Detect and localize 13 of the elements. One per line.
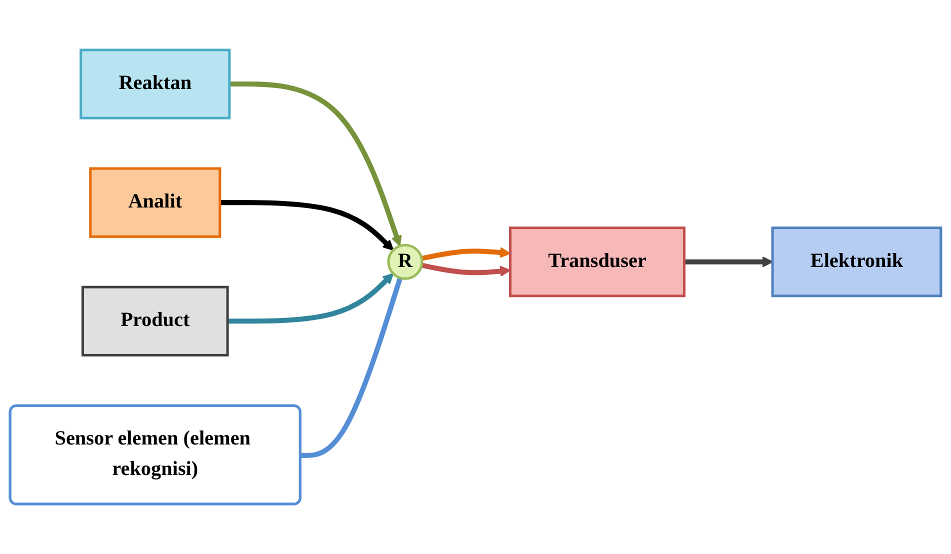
arrow	[229, 82, 402, 247]
arrow	[228, 273, 394, 324]
node-box: Product	[81, 286, 229, 356]
node-box: Reaktan	[80, 48, 231, 120]
arrow	[421, 247, 511, 261]
node-circle: R	[387, 244, 424, 280]
node-box: Analit	[89, 167, 222, 238]
arrow	[684, 256, 774, 268]
arrow	[220, 200, 394, 251]
connector	[300, 277, 403, 458]
node-box: Elektronik	[771, 226, 942, 298]
arrow	[421, 262, 511, 277]
node-box: Transduser	[509, 226, 686, 298]
